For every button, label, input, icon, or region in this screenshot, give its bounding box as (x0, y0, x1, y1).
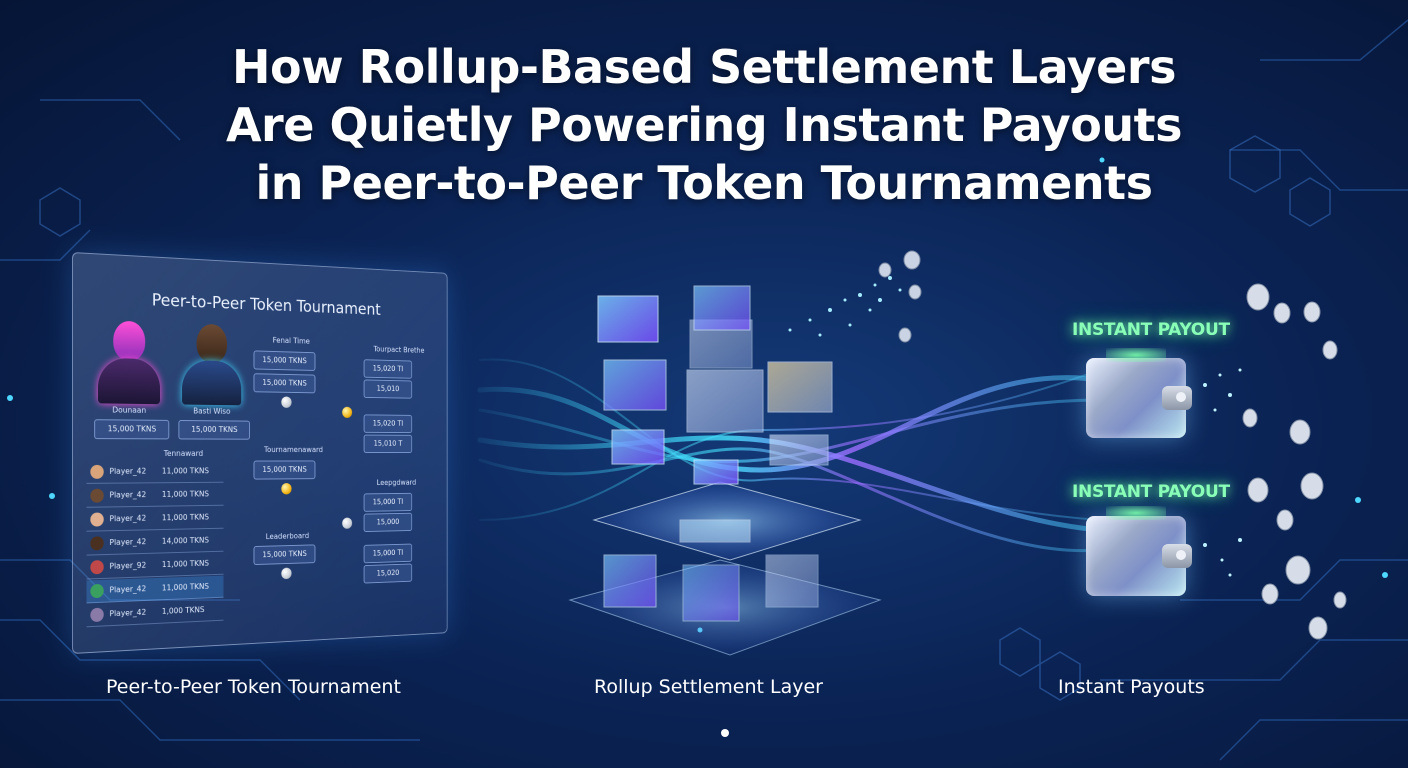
final-box-2: 15,000 TKNS (253, 373, 316, 394)
ranking-row-value: 11,000 TKNS (161, 489, 209, 499)
player-2-avatar (196, 323, 228, 364)
title-line-3: in Peer-to-Peer Token Tournaments (255, 156, 1153, 210)
player-2-name: Basti Wiso (193, 406, 231, 416)
round-box-4: 15,010 T (363, 434, 413, 453)
player-card-2: Basti Wiso (175, 317, 249, 432)
caption-settlement-layer: Rollup Settlement Layer (594, 676, 823, 698)
title-line-2: Are Quietly Powering Instant Payouts (225, 98, 1183, 152)
ranking-row-name: Player_42 (109, 584, 147, 595)
ranking-row[interactable]: Player_42 1,000 TKNS (86, 598, 224, 628)
ranking-row-value: 1,000 TKNS (161, 605, 205, 616)
player-1-body (98, 357, 161, 405)
carousel-dot[interactable] (721, 729, 729, 737)
ranking-row-name: Player_42 (109, 537, 147, 548)
wallet-glow (1106, 348, 1166, 362)
tournament-box: 15,000 TKNS (253, 460, 316, 480)
player-1-name: Dounaan (112, 405, 147, 415)
lower-round-label: Leepgdward (376, 478, 417, 487)
wallet-strap (1162, 544, 1192, 568)
page-title: How Rollup-Based Settlement Layers Are Q… (0, 38, 1408, 212)
hexagon-pattern (39, 135, 1331, 701)
leaderboard-label: Leaderboard (265, 531, 310, 542)
round-box-3: 15,020 TI (363, 414, 413, 434)
ranking-row[interactable]: Player_42 11,000 TKNS (86, 483, 224, 508)
coin-icon (342, 406, 353, 418)
lower-round-box-1: 15,000 TI (363, 492, 413, 512)
avatar-icon (90, 512, 104, 527)
final-box-1: 15,000 TKNS (253, 350, 316, 371)
floating-coins-center (878, 250, 922, 343)
coin-icon (281, 483, 292, 495)
circuit-traces (0, 19, 1408, 761)
player-2-body (182, 359, 242, 406)
player-card-1: Dounaan (90, 314, 167, 432)
lower-round-box-3: 15,000 TI (363, 543, 413, 564)
title-line-1: How Rollup-Based Settlement Layers (232, 40, 1176, 94)
ranking-row-name: Player_42 (109, 513, 147, 524)
tournament-panel: Peer-to-Peer Token Tournament Dounaan Ba… (72, 252, 448, 654)
ranking-row[interactable]: Player_42 11,000 TKNS (86, 460, 224, 484)
wallet-icon (1086, 348, 1192, 438)
tournament-label: Tournamenaward (264, 445, 323, 454)
avatar-icon (90, 464, 104, 479)
ranking-row-value: 14,000 TKNS (161, 535, 209, 546)
ranking-row-name: Player_92 (109, 560, 147, 571)
wallet-icon (1086, 506, 1192, 596)
wallet-clasp-icon (1176, 392, 1186, 402)
ranking-header: Tennaward (163, 449, 204, 458)
ranking-row-value: 11,000 TKNS (161, 466, 209, 476)
avatar-icon (90, 583, 104, 599)
leaderboard-box: 15,000 TKNS (253, 544, 316, 566)
lower-round-box-4: 15,020 (363, 563, 413, 584)
player-1-avatar (113, 320, 146, 361)
ranking-row-value: 11,000 TKNS (161, 581, 209, 593)
coin-icon (281, 396, 292, 408)
wallet-glow (1106, 506, 1166, 520)
avatar-icon (90, 536, 104, 551)
player-2-tokens: 15,000 TKNS (178, 420, 251, 440)
avatar-icon (90, 607, 104, 623)
round-box-2: 15,010 (363, 379, 413, 399)
ranking-row-name: Player_42 (109, 466, 147, 476)
coin-spray (1203, 283, 1347, 640)
particle-burst (788, 276, 902, 337)
caption-tournament: Peer-to-Peer Token Tournament (106, 676, 401, 698)
lower-round-box-2: 15,000 (363, 512, 413, 533)
ranking-row-value: 11,000 TKNS (161, 558, 209, 570)
round-box-1: 15,020 TI (363, 359, 413, 379)
instant-payout-label-bottom: INSTANT PAYOUT (1072, 482, 1230, 502)
round-label: Tourpact Brethe (373, 344, 425, 355)
coin-icon (281, 567, 292, 580)
ranking-row-value: 11,000 TKNS (161, 512, 209, 523)
coin-icon (342, 517, 353, 529)
final-label: Fenal Time (272, 335, 310, 346)
instant-payout-label-top: INSTANT PAYOUT (1072, 320, 1230, 340)
ranking-row-name: Player_42 (109, 607, 147, 619)
avatar-icon (90, 488, 104, 503)
ranking-row[interactable]: Player_42 14,000 TKNS (86, 529, 224, 556)
rollup-cube-stack (568, 285, 882, 656)
ranking-row[interactable]: Player_42 11,000 TKNS (86, 506, 224, 532)
wallet-strap (1162, 386, 1192, 410)
avatar-icon (90, 560, 104, 575)
wallet-clasp-icon (1176, 550, 1186, 560)
caption-instant-payouts: Instant Payouts (1058, 676, 1205, 698)
player-1-tokens: 15,000 TKNS (94, 419, 170, 440)
ranking-row-name: Player_42 (109, 490, 147, 500)
